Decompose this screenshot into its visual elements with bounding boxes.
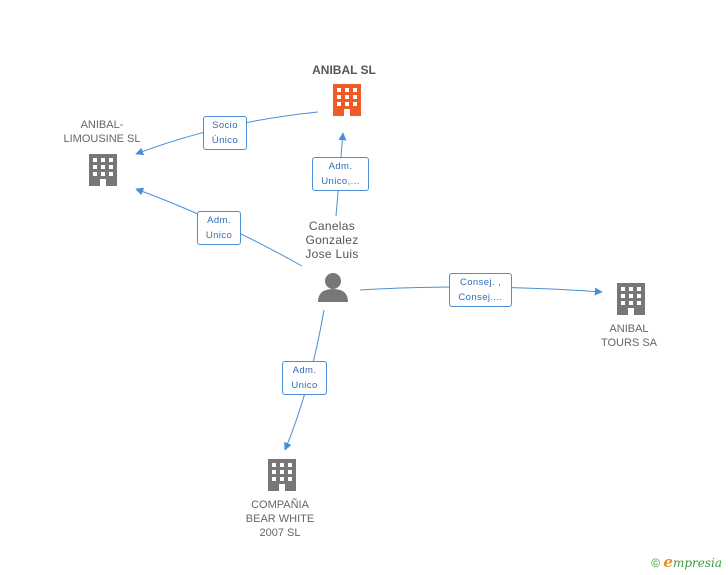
person-line: Gonzalez (305, 233, 359, 247)
edge-label-line: Adm. (207, 215, 231, 226)
edge-label-adm-unico-compania[interactable]: Adm. Unico (282, 361, 327, 395)
node-anibal-limousine-label[interactable]: ANIBAL- LIMOUSINE SL (40, 118, 164, 146)
person-icon (318, 273, 348, 302)
person-line: Jose Luis (305, 247, 359, 261)
edge-label-line: Consej. , (459, 277, 502, 288)
building-icon-limousine (89, 154, 117, 186)
edge-label-socio-unico[interactable]: Socio Único (203, 116, 247, 150)
node-anibal-sl-text: ANIBAL SL (312, 63, 376, 77)
node-anibal-sl-label[interactable]: ANIBAL SL (300, 63, 388, 77)
node-label-line: COMPAÑIA (251, 499, 309, 511)
node-label-line: LIMOUSINE SL (63, 133, 141, 145)
node-label-line: ANIBAL (609, 323, 649, 335)
edge-label-line: Adm. (292, 365, 317, 376)
edge-label-line: Socio (212, 120, 238, 131)
person-label[interactable]: Canelas Gonzalez Jose Luis (290, 219, 374, 261)
brand-logo: empresia (663, 553, 722, 571)
edge-label-line: Único (211, 135, 239, 146)
person-line: Canelas (308, 219, 356, 233)
edge-label-line: Adm. (328, 161, 353, 172)
footer-brand: © empresia (651, 553, 722, 571)
edge-label-line: Consej.... (458, 292, 503, 303)
edge-label-adm-unico-anibal[interactable]: Adm. Unico,... (312, 157, 369, 191)
node-compania-label[interactable]: COMPAÑIA BEAR WHITE 2007 SL (230, 498, 330, 540)
edge-label-consej[interactable]: Consej. , Consej.... (449, 273, 512, 307)
building-icon-main (333, 84, 361, 116)
node-label-line: ANIBAL- (80, 119, 124, 131)
node-label-line: BEAR WHITE (245, 513, 315, 525)
edge-label-line: Unico (291, 380, 318, 391)
node-label-line: 2007 SL (259, 527, 301, 539)
building-icon-tours (617, 283, 645, 315)
edge-label-line: Unico (205, 230, 233, 241)
node-label-line: TOURS SA (600, 337, 658, 349)
building-icon-compania (268, 459, 296, 491)
edge-label-line: Unico,... (321, 176, 360, 187)
node-anibal-tours-label[interactable]: ANIBAL TOURS SA (584, 322, 674, 350)
copyright-icon: © (651, 556, 661, 570)
edge-label-adm-unico-limousine[interactable]: Adm. Unico (197, 211, 241, 245)
brand-logo-e: e (663, 553, 673, 571)
brand-logo-text: mpresia (672, 556, 722, 570)
